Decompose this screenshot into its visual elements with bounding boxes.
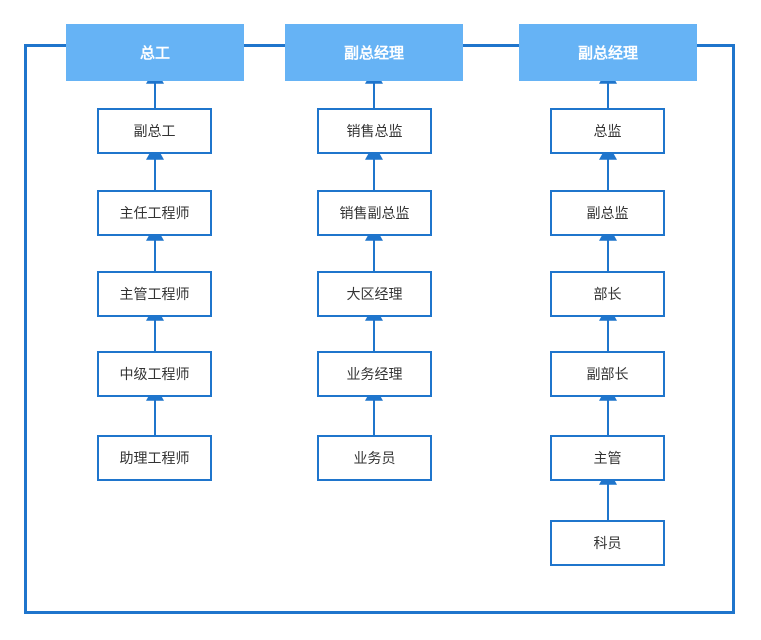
node-col3-2: 副总监 xyxy=(550,190,665,236)
node-col1-3: 主管工程师 xyxy=(97,271,212,317)
node-col2-1: 销售总监 xyxy=(317,108,432,154)
node-col3-4: 副部长 xyxy=(550,351,665,397)
node-col1-1: 副总工 xyxy=(97,108,212,154)
node-col2-4: 业务经理 xyxy=(317,351,432,397)
node-col1-4: 中级工程师 xyxy=(97,351,212,397)
node-col3-6: 科员 xyxy=(550,520,665,566)
node-col3-1: 总监 xyxy=(550,108,665,154)
node-col3-5: 主管 xyxy=(550,435,665,481)
node-col2-5: 业务员 xyxy=(317,435,432,481)
header-col3: 副总经理 xyxy=(519,24,697,81)
node-col2-2: 销售副总监 xyxy=(317,190,432,236)
node-col1-2: 主任工程师 xyxy=(97,190,212,236)
header-col1: 总工 xyxy=(66,24,244,81)
node-col2-3: 大区经理 xyxy=(317,271,432,317)
node-col3-3: 部长 xyxy=(550,271,665,317)
node-col1-5: 助理工程师 xyxy=(97,435,212,481)
header-col2: 副总经理 xyxy=(285,24,463,81)
